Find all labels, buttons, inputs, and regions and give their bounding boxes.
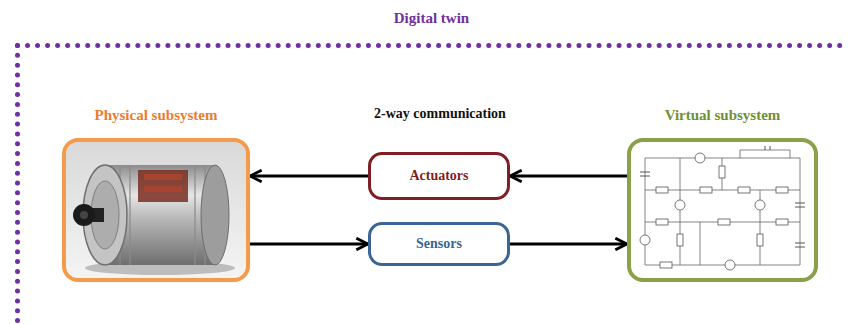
motor-photo bbox=[120, 165, 205, 265]
motor-photo bbox=[80, 211, 88, 219]
arrow-connector bbox=[510, 175, 627, 178]
circuit-schematic bbox=[738, 187, 750, 193]
node-label: Sensors bbox=[416, 236, 462, 253]
circuit-schematic bbox=[656, 187, 668, 193]
motor-photo bbox=[66, 142, 246, 278]
sensors-box: Sensors bbox=[368, 222, 510, 266]
motor-photo bbox=[138, 170, 188, 202]
motor-photo bbox=[144, 186, 182, 192]
node-heading: Physical subsystem bbox=[95, 106, 218, 124]
circuit-schematic bbox=[755, 200, 765, 210]
node-heading: Digital twin bbox=[394, 9, 469, 27]
node-heading: Virtual subsystem bbox=[665, 106, 781, 124]
circuit-schematic bbox=[660, 262, 672, 268]
circuit-schematic bbox=[677, 234, 683, 246]
circuit-schematic bbox=[640, 153, 788, 270]
circuit-schematic bbox=[700, 187, 712, 193]
arrow-connector bbox=[250, 175, 368, 178]
virtual-subsystem-box: Virtual subsystem bbox=[627, 138, 818, 282]
circuit-schematic bbox=[640, 235, 650, 245]
digital-twin-frame: Digital twinPhysical subsystemActuatorsS… bbox=[15, 43, 843, 324]
circuit-schematic bbox=[776, 219, 788, 225]
motor-photo bbox=[66, 142, 246, 278]
circuit-schematic bbox=[675, 200, 685, 210]
circuit-schematic bbox=[718, 219, 730, 225]
motor-photo bbox=[73, 204, 95, 226]
circuit-schematic bbox=[725, 260, 735, 270]
actuators-box: Actuators bbox=[368, 152, 510, 200]
circuit-schematic bbox=[776, 187, 788, 193]
circuit-schematic bbox=[695, 153, 705, 163]
arrow-connector bbox=[510, 243, 627, 246]
motor-photo bbox=[201, 165, 229, 265]
circuit-schematic bbox=[631, 142, 814, 278]
circuit-schematic bbox=[645, 150, 800, 265]
node-label: Actuators bbox=[409, 168, 468, 185]
circuit-schematic bbox=[719, 166, 725, 178]
motor-photo bbox=[144, 174, 182, 180]
circuit-schematic bbox=[631, 142, 814, 278]
circuit-schematic bbox=[757, 234, 763, 246]
arrow-connector bbox=[250, 243, 368, 246]
circuit-schematic bbox=[645, 150, 800, 265]
communication-label: 2-way communication bbox=[374, 106, 506, 123]
circuit-schematic bbox=[640, 146, 805, 247]
circuit-schematic bbox=[656, 219, 668, 225]
circuit-schematic bbox=[640, 146, 805, 247]
physical-subsystem-box: Physical subsystem bbox=[62, 138, 250, 282]
